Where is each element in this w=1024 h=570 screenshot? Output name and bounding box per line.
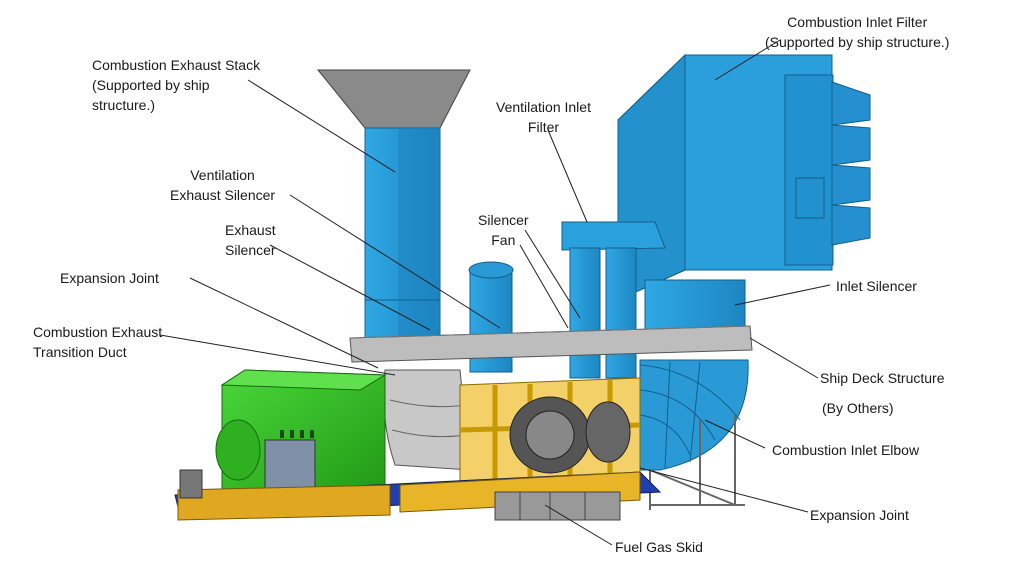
inlet-filter-house bbox=[617, 53, 871, 301]
label-inlet-silencer: Inlet Silencer bbox=[836, 276, 917, 296]
label-line: Transition Duct bbox=[33, 344, 127, 360]
label-exhaust-stack: Combustion Exhaust Stack (Supported by s… bbox=[92, 55, 260, 115]
label-inlet-filter: Combustion Inlet Filter (Supported by sh… bbox=[765, 12, 949, 52]
turbine-frame bbox=[459, 377, 641, 491]
label-line: Exhaust bbox=[225, 222, 276, 238]
label-line: Inlet Silencer bbox=[836, 278, 917, 294]
label-line: structure.) bbox=[92, 97, 156, 113]
label-ventilation-exhaust-silencer: Ventilation Exhaust Silencer bbox=[170, 165, 275, 205]
label-ventilation-inlet-filter: Ventilation Inlet Filter bbox=[496, 97, 591, 137]
inlet-elbow bbox=[639, 359, 749, 471]
label-line: (Supported by ship structure.) bbox=[765, 34, 950, 50]
generator bbox=[215, 369, 387, 496]
label-silencer-fan: Silencer Fan bbox=[478, 210, 529, 250]
label-line: Filter bbox=[527, 119, 560, 135]
label-fuel-gas-skid: Fuel Gas Skid bbox=[615, 537, 703, 557]
label-by-others: (By Others) bbox=[822, 398, 894, 418]
label-line: Ventilation Inlet bbox=[496, 99, 591, 115]
label-line: (By Others) bbox=[822, 400, 894, 416]
label-line: Combustion Inlet Filter bbox=[787, 14, 928, 30]
label-expansion-joint-right: Expansion Joint bbox=[810, 505, 909, 525]
label-line: Ventilation bbox=[190, 167, 255, 183]
label-expansion-joint-left: Expansion Joint bbox=[60, 268, 159, 288]
label-ship-deck: Ship Deck Structure bbox=[820, 368, 945, 388]
ship-deck-beam bbox=[349, 325, 753, 363]
label-exhaust-silencer: Exhaust Silencer bbox=[225, 220, 276, 260]
label-line: (Supported by ship bbox=[92, 77, 210, 93]
exhaust-stack bbox=[316, 69, 471, 341]
label-line: Fan bbox=[491, 232, 516, 248]
label-line: Silencer bbox=[478, 212, 529, 228]
label-line: Expansion Joint bbox=[810, 507, 909, 523]
label-inlet-elbow: Combustion Inlet Elbow bbox=[772, 440, 919, 460]
label-line: Combustion Inlet Elbow bbox=[772, 442, 920, 458]
label-line: Combustion Exhaust bbox=[33, 324, 163, 340]
label-line: Combustion Exhaust Stack bbox=[92, 57, 261, 73]
label-exhaust-transition-duct: Combustion Exhaust Transition Duct bbox=[33, 322, 162, 362]
label-line: Expansion Joint bbox=[60, 270, 159, 286]
label-line: Exhaust Silencer bbox=[170, 187, 276, 203]
label-line: Ship Deck Structure bbox=[820, 370, 945, 386]
label-line: Silencer bbox=[225, 242, 276, 258]
leader-lines bbox=[159, 39, 831, 546]
ventilation-inlet-ducts bbox=[561, 221, 666, 379]
inlet-support-frame bbox=[649, 415, 745, 510]
label-line: Fuel Gas Skid bbox=[615, 539, 703, 555]
fuel-gas-skid bbox=[494, 491, 621, 521]
